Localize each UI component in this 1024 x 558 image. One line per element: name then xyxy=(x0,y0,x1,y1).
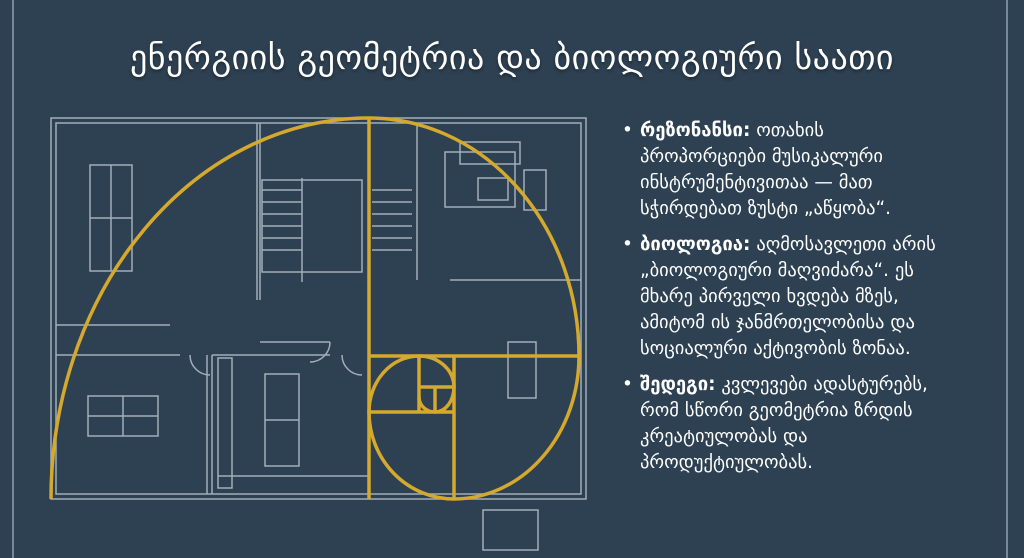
bullet-list: • რეზონანსი: ოთახის პროპორციები მუსიკალუ… xyxy=(620,118,1010,486)
bullet-label: შედეგი: xyxy=(640,374,716,395)
slide-frame xyxy=(12,0,1008,558)
golden-spiral xyxy=(49,116,581,501)
bullet-text: რომ სწორი გეომეტრია ზრდის xyxy=(640,400,913,421)
bullet-biology: • ბიოლოგია: აღმოსავლეთი არის „ბიოლოგიური… xyxy=(620,232,1010,362)
slide-title: ენერგიის გეომეტრია და ბიოლოგიური საათი xyxy=(129,38,895,78)
bullet-text: აღმოსავლეთი არის xyxy=(756,234,936,255)
bullet-text: ამიტომ ის ჯანმრთელობისა და xyxy=(640,312,915,333)
bullet-dot: • xyxy=(622,234,633,255)
bullet-dot: • xyxy=(622,120,633,141)
bullet-label: რეზონანსი: xyxy=(640,120,751,141)
bullet-text: კვლევები ადასტურებს, xyxy=(721,374,928,395)
entrance-door xyxy=(482,509,539,551)
floor-plan-lines xyxy=(50,117,587,551)
bullet-text: პროდუქტიულობას. xyxy=(640,452,814,473)
bullet-label: ბიოლოგია: xyxy=(640,234,751,255)
bullet-text: ოთახის xyxy=(756,120,824,141)
bullet-text: ინსტრუმენტივითაა — მათ xyxy=(640,172,873,193)
bullet-text: პროპორციები მუსიკალური xyxy=(640,146,883,167)
bullet-text: „ბიოლოგიური მაღვიძარა“. ეს xyxy=(640,260,914,281)
bullet-dot: • xyxy=(622,374,633,395)
bullet-text: სჭირდებათ ზუსტი „აწყობა“. xyxy=(640,198,892,219)
bullet-text: მხარე პირველი ხვდება მზეს, xyxy=(640,286,899,307)
bullet-text: კრეატიულობას და xyxy=(640,426,808,447)
bullet-text: სოციალური აქტივობის ზონაა. xyxy=(640,338,911,359)
bullet-resonance: • რეზონანსი: ოთახის პროპორციები მუსიკალუ… xyxy=(620,118,1010,222)
staircase xyxy=(262,178,412,282)
bullet-result: • შედეგი: კვლევები ადასტურებს, რომ სწორი… xyxy=(620,372,1010,476)
